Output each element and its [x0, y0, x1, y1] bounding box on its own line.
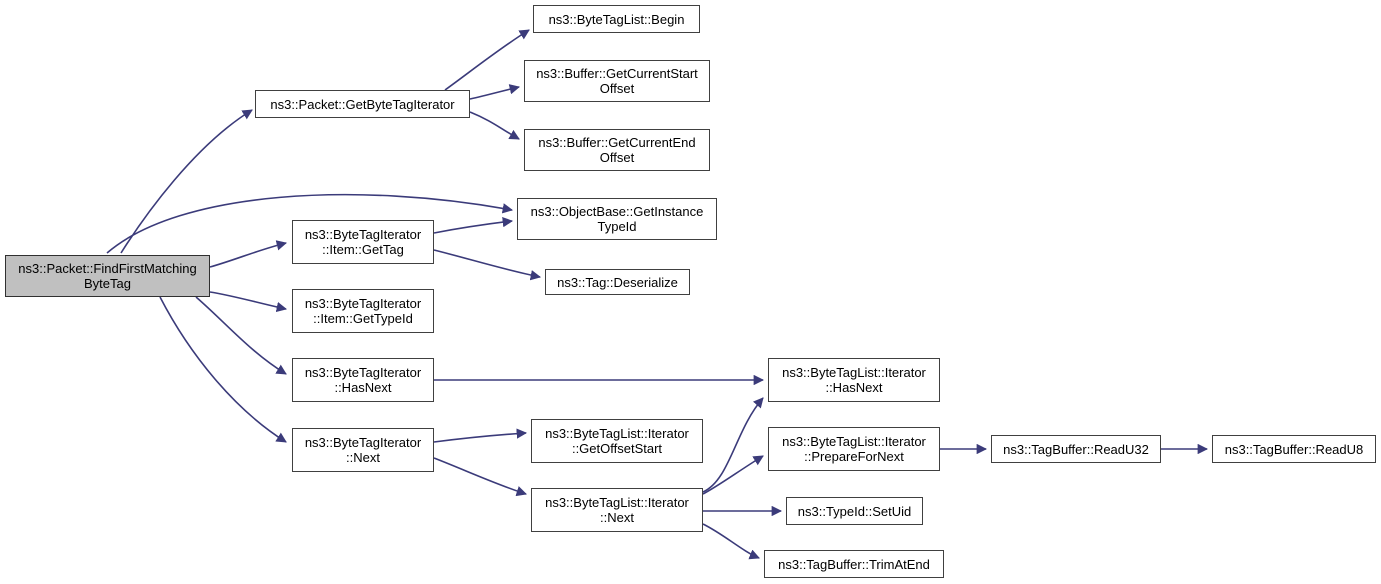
- call-edge: [433, 249, 542, 281]
- graph-node-tag-buffer-trim-at-end[interactable]: ns3::TagBuffer::TrimAtEnd: [764, 550, 944, 578]
- graph-node-label: ns3::ByteTagList::Iterator ::HasNext: [782, 365, 926, 395]
- graph-node-type-id-set-uid[interactable]: ns3::TypeId::SetUid: [786, 497, 923, 525]
- graph-node-tag-buffer-read-u32[interactable]: ns3::TagBuffer::ReadU32: [991, 435, 1161, 463]
- graph-node-label: ns3::Tag::Deserialize: [557, 274, 678, 290]
- graph-node-byte-tag-iterator-item-get-type-id[interactable]: ns3::ByteTagIterator ::Item::GetTypeId: [292, 289, 434, 333]
- graph-node-buffer-get-current-start-offset[interactable]: ns3::Buffer::GetCurrentStart Offset: [524, 60, 710, 102]
- graph-node-byte-tag-iterator-next[interactable]: ns3::ByteTagIterator ::Next: [292, 428, 434, 472]
- graph-node-get-byte-tag-iterator[interactable]: ns3::Packet::GetByteTagIterator: [255, 90, 470, 118]
- call-edge: [195, 296, 287, 375]
- graph-node-label: ns3::ByteTagIterator ::Next: [304, 435, 422, 465]
- graph-node-byte-tag-iterator-has-next[interactable]: ns3::ByteTagIterator ::HasNext: [292, 358, 434, 402]
- graph-node-byte-tag-iterator-item-get-tag[interactable]: ns3::ByteTagIterator ::Item::GetTag: [292, 220, 434, 264]
- graph-node-buffer-get-current-end-offset[interactable]: ns3::Buffer::GetCurrentEnd Offset: [524, 129, 710, 171]
- graph-node-byte-tag-list-iterator-next[interactable]: ns3::ByteTagList::Iterator ::Next: [531, 488, 703, 532]
- call-edge: [159, 296, 287, 443]
- graph-node-label: ns3::ByteTagList::Begin: [548, 11, 685, 27]
- graph-node-label: ns3::ByteTagList::Iterator ::Next: [545, 495, 689, 525]
- graph-node-find-first-matching-byte-tag[interactable]: ns3::Packet::FindFirstMatching ByteTag: [5, 255, 210, 297]
- graph-node-label: ns3::TagBuffer::ReadU32: [1003, 441, 1149, 457]
- call-edge: [433, 457, 527, 497]
- graph-node-label: ns3::ByteTagList::Iterator ::PrepareForN…: [782, 434, 926, 464]
- graph-node-byte-tag-list-iterator-get-offset-start[interactable]: ns3::ByteTagList::Iterator ::GetOffsetSt…: [531, 419, 703, 463]
- call-edge: [469, 111, 520, 140]
- graph-node-label: ns3::ByteTagIterator ::HasNext: [304, 365, 422, 395]
- graph-node-label: ns3::TagBuffer::TrimAtEnd: [778, 556, 930, 572]
- graph-node-label: ns3::TypeId::SetUid: [797, 503, 912, 519]
- graph-node-label: ns3::ByteTagList::Iterator ::GetOffsetSt…: [545, 426, 689, 456]
- graph-node-label: ns3::Buffer::GetCurrentStart Offset: [536, 66, 698, 96]
- call-edge: [444, 29, 530, 91]
- call-edge: [702, 455, 764, 495]
- graph-node-label: ns3::ByteTagIterator ::Item::GetTypeId: [304, 296, 422, 326]
- graph-node-byte-tag-list-begin[interactable]: ns3::ByteTagList::Begin: [533, 5, 700, 33]
- graph-node-byte-tag-list-iterator-prepare-for-next[interactable]: ns3::ByteTagList::Iterator ::PrepareForN…: [768, 427, 940, 471]
- graph-node-label: ns3::TagBuffer::ReadU8: [1224, 441, 1364, 457]
- call-edge: [702, 523, 760, 560]
- call-edge: [702, 397, 764, 493]
- graph-node-tag-deserialize[interactable]: ns3::Tag::Deserialize: [545, 269, 690, 295]
- graph-node-label: ns3::Packet::FindFirstMatching ByteTag: [18, 261, 197, 291]
- graph-node-label: ns3::ByteTagIterator ::Item::GetTag: [304, 227, 422, 257]
- call-edge: [433, 428, 528, 443]
- call-edge: [120, 109, 253, 254]
- graph-node-tag-buffer-read-u8[interactable]: ns3::TagBuffer::ReadU8: [1212, 435, 1376, 463]
- call-edge: [209, 291, 288, 313]
- graph-node-label: ns3::Packet::GetByteTagIterator: [270, 96, 455, 112]
- graph-node-label: ns3::ObjectBase::GetInstance TypeId: [530, 204, 704, 234]
- call-edge: [433, 216, 514, 234]
- call-edge: [209, 240, 288, 268]
- call-edge: [469, 84, 521, 100]
- graph-node-object-base-get-instance-type-id[interactable]: ns3::ObjectBase::GetInstance TypeId: [517, 198, 717, 240]
- graph-node-byte-tag-list-iterator-has-next[interactable]: ns3::ByteTagList::Iterator ::HasNext: [768, 358, 940, 402]
- graph-node-label: ns3::Buffer::GetCurrentEnd Offset: [538, 135, 696, 165]
